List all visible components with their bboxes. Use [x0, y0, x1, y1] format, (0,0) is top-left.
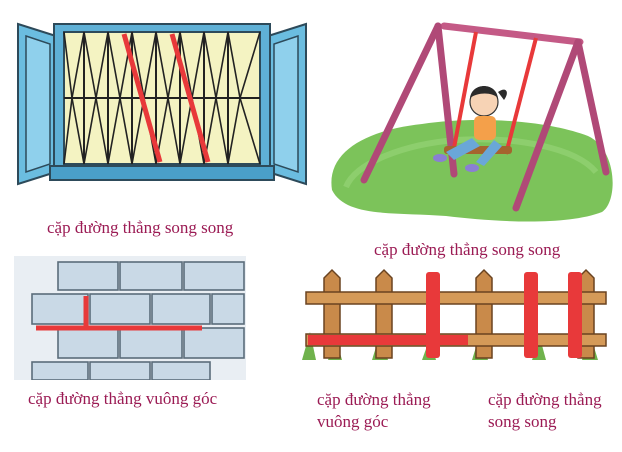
brick-wall-illustration	[14, 256, 246, 380]
swing-illustration	[326, 12, 618, 230]
fence-right-caption-line1: cặp đường thẳng	[488, 390, 602, 409]
fence-left-caption-line1: cặp đường thẳng	[317, 390, 431, 409]
wooden-fence-illustration	[302, 268, 608, 360]
window-caption: cặp đường thẳng song song	[47, 218, 234, 237]
window-illustration	[14, 14, 314, 192]
wall-caption: cặp đường thẳng vuông góc	[28, 389, 218, 408]
fence-right-caption-line2: song song	[488, 412, 557, 431]
swing-caption: cặp đường thẳng song song	[374, 240, 561, 259]
fence-left-caption-line2: vuông góc	[317, 412, 389, 431]
